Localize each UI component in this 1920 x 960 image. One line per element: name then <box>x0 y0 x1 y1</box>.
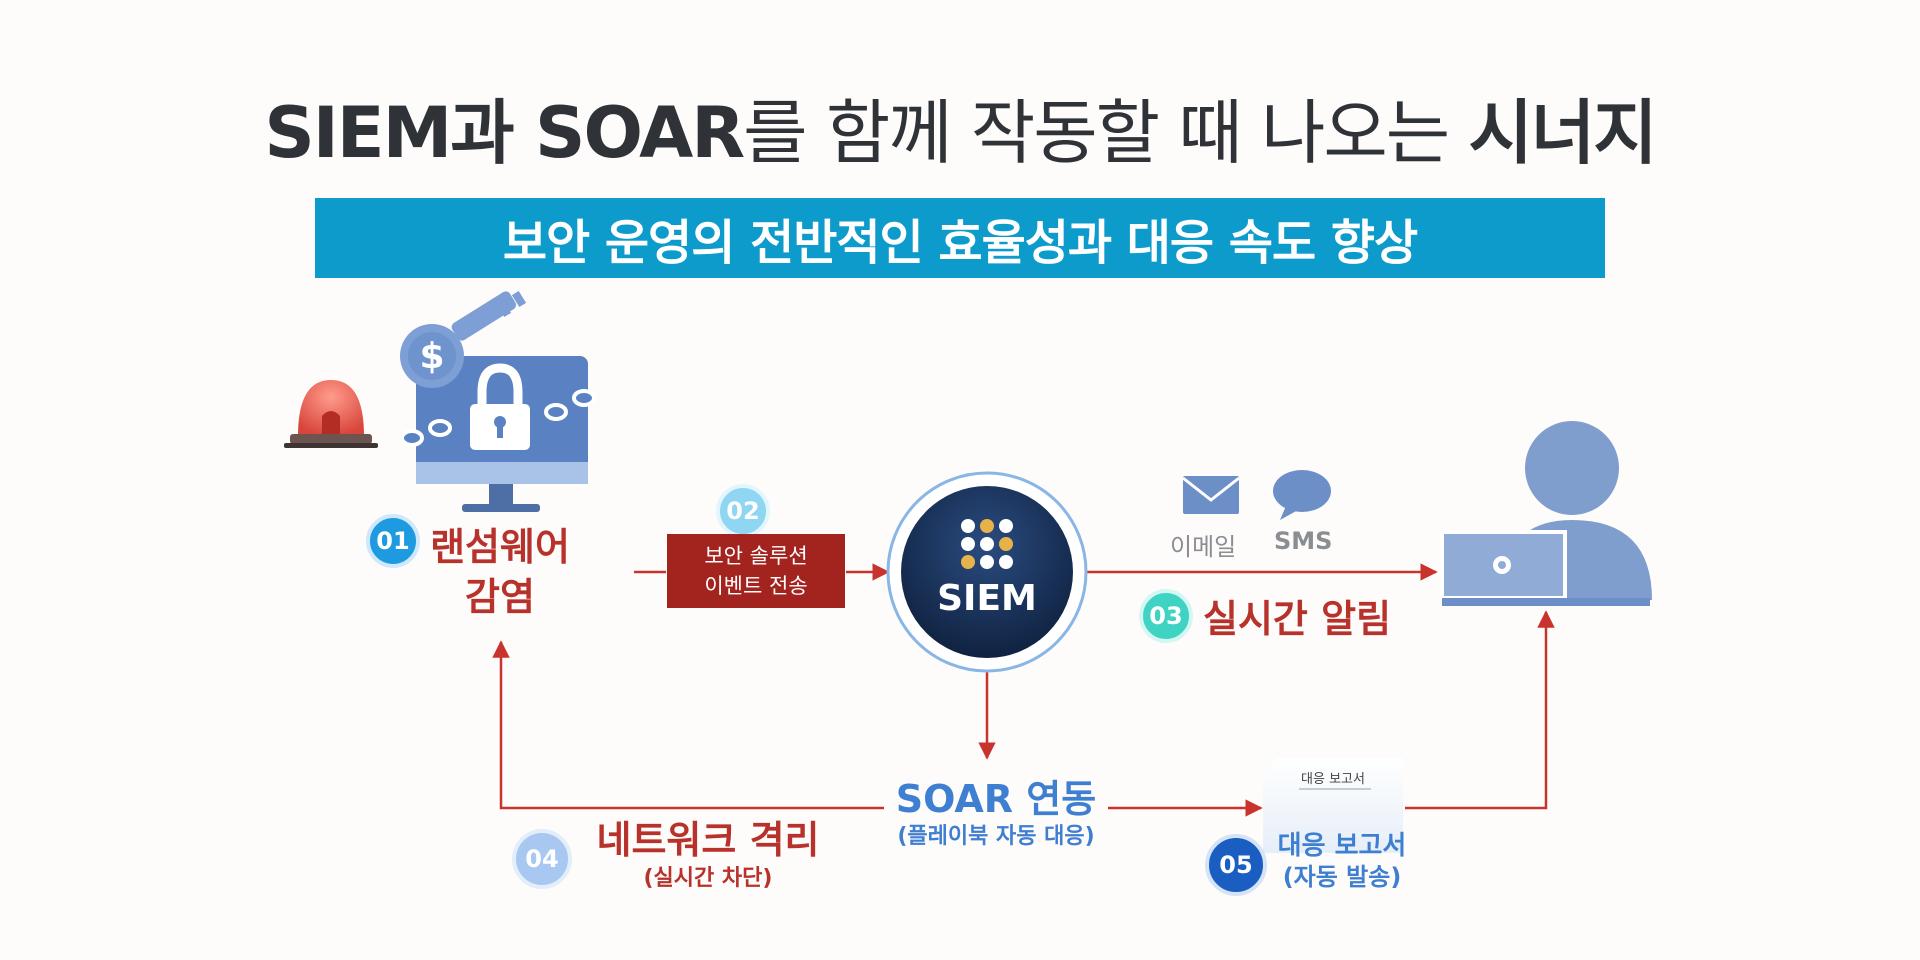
dollar-key-icon: $ <box>400 290 527 388</box>
title-synergy: 시너지 <box>1468 92 1657 174</box>
step-05-label: 대응 보고서 (자동 발송) <box>1268 830 1416 892</box>
report-doc-divider <box>1299 788 1371 790</box>
svg-text:$: $ <box>419 336 444 377</box>
sms-label: SMS <box>1274 527 1333 555</box>
soar-sublabel: (플레이북 자동 대응) <box>897 824 1095 849</box>
siren-icon <box>284 380 378 448</box>
step-04-label-line2: (실시간 차단) <box>643 866 773 891</box>
step-05-number: 05 <box>1219 851 1253 879</box>
siem-logo-icon <box>961 519 1013 569</box>
step-05-badge: 05 <box>1205 834 1267 896</box>
step-04-label-line1: 네트워크 격리 <box>596 818 820 862</box>
step-01-label: 랜섬웨어 감염 <box>425 522 575 622</box>
siem-label: SIEM <box>937 578 1037 619</box>
title-siem-soar: SIEM과 SOAR <box>264 92 745 174</box>
step-01-badge: 01 <box>366 514 420 568</box>
step-04-badge: 04 <box>512 829 572 889</box>
user-laptop-icon <box>1440 421 1652 606</box>
step-01-number: 01 <box>376 527 410 555</box>
page-title: SIEM과 SOAR를 함께 작동할 때 나오는 시너지 <box>0 88 1920 178</box>
siem-node: SIEM <box>886 471 1088 673</box>
step-05-label-line2: (자동 발송) <box>1282 863 1402 891</box>
step-03-label: 실시간 알림 <box>1203 597 1392 641</box>
step-02-label-line1: 보안 솔루션 <box>704 544 808 568</box>
step-03-number: 03 <box>1149 602 1183 630</box>
step-01-label-line1: 랜섬웨어 <box>430 525 570 569</box>
step-02-badge: 02 <box>716 484 770 538</box>
arrow-report-to-user <box>1405 610 1555 810</box>
step-01-label-line2: 감염 <box>465 575 535 619</box>
document-icon: 대응 보고서 <box>1263 758 1403 853</box>
step-05-label-line1: 대응 보고서 <box>1277 831 1407 861</box>
event-transfer-box: 보안 솔루션 이벤트 전송 <box>667 534 845 608</box>
step-02-label-line2: 이벤트 전송 <box>704 574 808 598</box>
locked-monitor-icon <box>400 356 596 512</box>
step-02-number: 02 <box>726 497 760 525</box>
chat-bubble-icon <box>1273 470 1331 520</box>
title-middle: 를 함께 작동할 때 나오는 <box>743 92 1469 174</box>
step-04-number: 04 <box>525 845 559 873</box>
step-04-label: 네트워크 격리 (실시간 차단) <box>588 816 828 894</box>
step-03-badge: 03 <box>1139 589 1193 643</box>
report-doc-title: 대응 보고서 <box>1301 772 1365 787</box>
soar-label: SOAR 연동 <box>895 777 1097 821</box>
subtitle-banner: 보안 운영의 전반적인 효율성과 대응 속도 향상 <box>315 198 1605 278</box>
arrow-soar-to-ransomware <box>492 640 884 810</box>
email-label: 이메일 <box>1170 533 1237 561</box>
envelope-icon <box>1182 476 1240 514</box>
